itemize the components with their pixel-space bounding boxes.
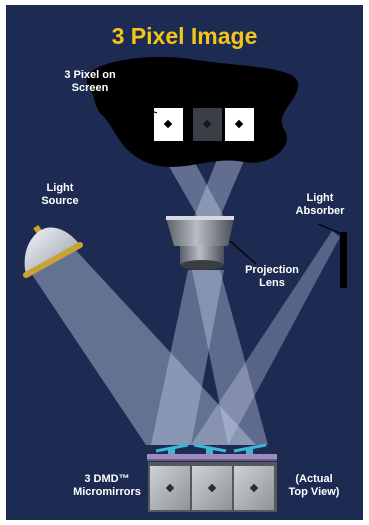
micromirror-left <box>156 445 188 454</box>
projection-lens-label: Projection Lens <box>240 264 304 290</box>
absorber-leader-line <box>318 224 342 234</box>
screen-pixels <box>154 108 254 141</box>
screen-label: 3 Pixel on Screen <box>54 69 126 95</box>
micromirror-center <box>194 445 226 454</box>
dmd-top-view <box>148 462 277 512</box>
light-absorber-label: Light Absorber <box>294 192 346 218</box>
top-view-label: (Actual Top View) <box>282 473 346 499</box>
dmd-micromirrors-label: 3 DMD™ Micromirrors <box>70 473 144 499</box>
light-absorber-icon <box>340 232 347 288</box>
diagram-title: 3 Pixel Image <box>6 23 363 50</box>
lens-leader-line <box>230 241 256 264</box>
micromirror-right <box>234 445 266 454</box>
dmd-substrate-shadow <box>147 459 277 461</box>
projection-lens-icon <box>166 216 234 270</box>
diagram-frame: 3 Pixel Image 3 Pixel on Screen Light So… <box>6 5 363 520</box>
dmd-mirror-array <box>147 445 277 461</box>
dmd-substrate <box>147 454 277 459</box>
light-source-label: Light Source <box>36 182 84 208</box>
